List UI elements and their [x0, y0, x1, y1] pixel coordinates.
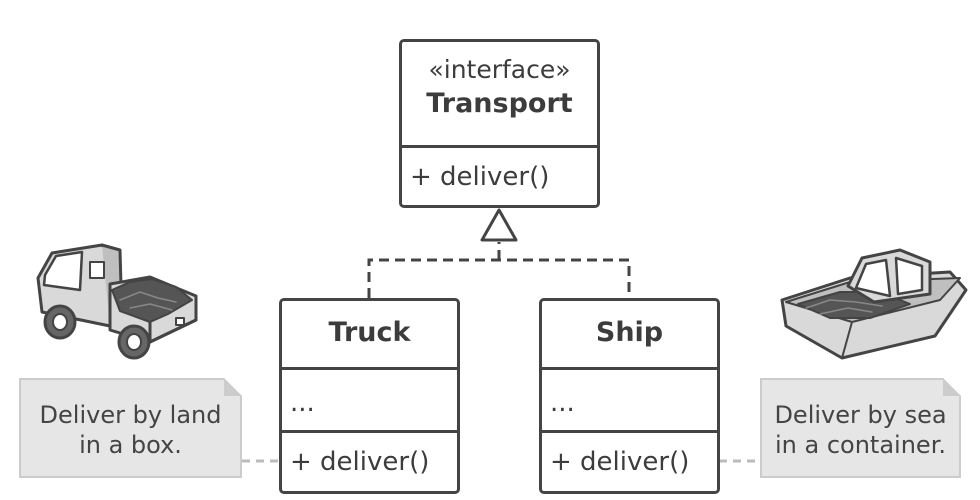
- note-fold-icon: [943, 378, 961, 396]
- truck-header: Truck: [282, 301, 457, 367]
- transport-methods: + deliver(): [402, 145, 597, 205]
- transport-deliver-method: + deliver(): [410, 162, 550, 192]
- ship-class-name: Ship: [595, 317, 664, 348]
- truck-class-box: Truck ... + deliver(): [279, 298, 460, 494]
- transport-interface-box: «interface» Transport + deliver(): [399, 39, 600, 208]
- truck-deliver-method: + deliver(): [290, 447, 430, 477]
- ship-note-line-2: in a container.: [775, 431, 946, 459]
- note-fold-icon: [224, 378, 242, 396]
- truck-note-line-2: in a box.: [79, 431, 182, 459]
- realization-arrowhead: [480, 208, 518, 242]
- ship-fields-ellipsis: ...: [550, 388, 575, 418]
- ship-methods: + deliver(): [542, 430, 717, 491]
- ship-deliver-method: + deliver(): [550, 447, 690, 477]
- truck-fields: ...: [282, 367, 457, 430]
- truck-fields-ellipsis: ...: [290, 388, 315, 418]
- ship-fields: ...: [542, 367, 717, 430]
- transport-class-name: Transport: [426, 88, 573, 119]
- truck-methods: + deliver(): [282, 430, 457, 491]
- truck-class-name: Truck: [328, 317, 411, 348]
- transport-header: «interface» Transport: [402, 42, 597, 145]
- truck-note-line-1: Deliver by land: [39, 401, 222, 429]
- ship-note: Deliver by sea in a container.: [760, 378, 961, 478]
- interface-stereotype: «interface»: [428, 55, 571, 84]
- realization-connector: [367, 242, 631, 298]
- truck-note: Deliver by land in a box.: [19, 378, 242, 478]
- ship-header: Ship: [542, 301, 717, 367]
- ship-note-line-1: Deliver by sea: [774, 401, 947, 429]
- ship-class-box: Ship ... + deliver(): [539, 298, 720, 494]
